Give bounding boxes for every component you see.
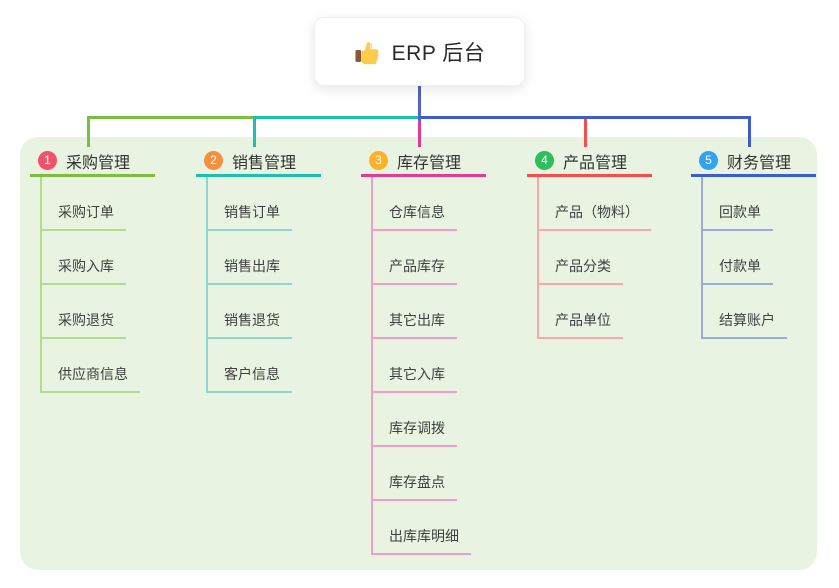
branch-title-label: 财务管理 xyxy=(727,154,792,172)
branch-title-product[interactable]: 4 产品管理 xyxy=(527,147,652,177)
branch-title-label: 销售管理 xyxy=(232,154,297,172)
connector-drop-purchase xyxy=(87,116,90,147)
branch-badge: 4 xyxy=(535,151,554,170)
branches-panel xyxy=(20,137,817,570)
node-label: 产品（物料） xyxy=(539,202,651,231)
mindmap-node[interactable]: 客户信息 xyxy=(208,339,292,393)
mindmap-node[interactable]: 销售出库 xyxy=(208,231,292,285)
mindmap-node[interactable]: 产品（物料） xyxy=(539,177,651,231)
node-label: 采购入库 xyxy=(42,256,126,285)
node-label: 其它出库 xyxy=(373,310,457,339)
mindmap-node[interactable]: 回款单 xyxy=(703,177,787,231)
mindmap-node[interactable]: 付款单 xyxy=(703,231,787,285)
node-label: 其它入库 xyxy=(373,364,457,393)
branch-inventory: 3 库存管理 仓库信息 产品库存 其它出库 其它入库 库存调拨 库存盘点 出库库… xyxy=(361,147,486,555)
branch-badge: 3 xyxy=(369,151,388,170)
branch-title-label: 产品管理 xyxy=(563,154,628,172)
mindmap-node[interactable]: 供应商信息 xyxy=(42,339,140,393)
branch-items: 仓库信息 产品库存 其它出库 其它入库 库存调拨 库存盘点 出库库明细 xyxy=(371,177,471,555)
branch-purchase: 1 采购管理 采购订单 采购入库 采购退货 供应商信息 xyxy=(30,147,155,393)
node-label: 客户信息 xyxy=(208,364,292,393)
mindmap-node[interactable]: 库存盘点 xyxy=(373,447,471,501)
mindmap-node[interactable]: 采购入库 xyxy=(42,231,140,285)
node-label: 采购订单 xyxy=(42,202,126,231)
connector-drop-inventory xyxy=(418,119,421,147)
mindmap-node[interactable]: 产品分类 xyxy=(539,231,651,285)
branch-items: 回款单 付款单 结算账户 xyxy=(701,177,787,339)
node-label: 仓库信息 xyxy=(373,202,457,231)
branch-items: 销售订单 销售出库 销售退货 客户信息 xyxy=(206,177,292,393)
root-node[interactable]: ERP 后台 xyxy=(314,17,525,86)
branch-product: 4 产品管理 产品（物料） 产品分类 产品单位 xyxy=(527,147,652,339)
branch-badge: 5 xyxy=(699,151,718,170)
mindmap-node[interactable]: 库存调拨 xyxy=(373,393,471,447)
connector-bus-sales xyxy=(253,116,420,119)
mindmap-node[interactable]: 出库库明细 xyxy=(373,501,471,555)
mindmap-node[interactable]: 其它出库 xyxy=(373,285,471,339)
mindmap-node[interactable]: 采购退货 xyxy=(42,285,140,339)
root-connector xyxy=(418,84,421,121)
mindmap-node[interactable]: 仓库信息 xyxy=(373,177,471,231)
connector-drop-product xyxy=(584,119,587,147)
mindmap-node[interactable]: 产品库存 xyxy=(373,231,471,285)
branch-sales: 2 销售管理 销售订单 销售出库 销售退货 客户信息 xyxy=(196,147,321,393)
branch-badge: 1 xyxy=(38,151,57,170)
node-label: 销售订单 xyxy=(208,202,292,231)
node-label: 出库库明细 xyxy=(373,526,471,555)
node-label: 销售出库 xyxy=(208,256,292,285)
branch-badge: 2 xyxy=(204,151,223,170)
mindmap-node[interactable]: 销售退货 xyxy=(208,285,292,339)
branch-title-label: 采购管理 xyxy=(66,154,131,172)
node-label: 销售退货 xyxy=(208,310,292,339)
branch-title-finance[interactable]: 5 财务管理 xyxy=(691,147,816,177)
connector-drop-finance xyxy=(748,116,751,147)
mindmap-node[interactable]: 结算账户 xyxy=(703,285,787,339)
node-label: 回款单 xyxy=(703,202,773,231)
mindmap-node[interactable]: 采购订单 xyxy=(42,177,140,231)
connector-bus-finance xyxy=(418,116,750,119)
node-label: 付款单 xyxy=(703,256,773,285)
node-label: 结算账户 xyxy=(703,310,787,339)
node-label: 产品分类 xyxy=(539,256,623,285)
thumbs-up-icon xyxy=(355,42,379,65)
branch-items: 产品（物料） 产品分类 产品单位 xyxy=(537,177,651,339)
node-label: 库存盘点 xyxy=(373,472,457,501)
branch-items: 采购订单 采购入库 采购退货 供应商信息 xyxy=(40,177,140,393)
node-label: 产品单位 xyxy=(539,310,623,339)
node-label: 采购退货 xyxy=(42,310,126,339)
connector-drop-sales xyxy=(253,116,256,147)
branch-finance: 5 财务管理 回款单 付款单 结算账户 xyxy=(691,147,816,339)
branch-title-purchase[interactable]: 1 采购管理 xyxy=(30,147,155,177)
mindmap-node[interactable]: 其它入库 xyxy=(373,339,471,393)
branch-title-inventory[interactable]: 3 库存管理 xyxy=(361,147,486,177)
mindmap-node[interactable]: 销售订单 xyxy=(208,177,292,231)
root-title: ERP 后台 xyxy=(391,41,486,65)
node-label: 库存调拨 xyxy=(373,418,457,447)
branch-title-label: 库存管理 xyxy=(397,154,462,172)
branch-title-sales[interactable]: 2 销售管理 xyxy=(196,147,321,177)
mindmap-node[interactable]: 产品单位 xyxy=(539,285,651,339)
node-label: 供应商信息 xyxy=(42,364,140,393)
node-label: 产品库存 xyxy=(373,256,457,285)
